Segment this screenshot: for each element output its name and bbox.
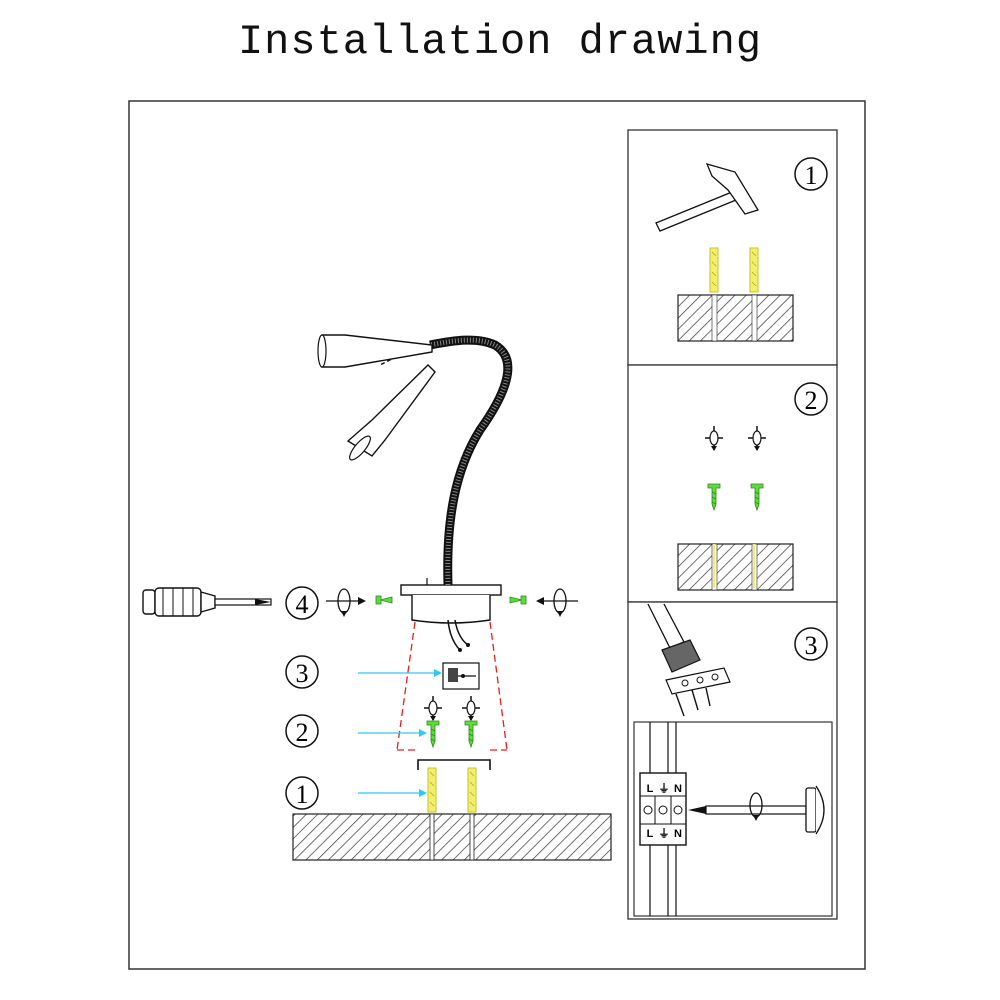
step-number: 2 xyxy=(805,386,818,415)
terminal-label-N: N xyxy=(674,783,682,795)
step-number: 1 xyxy=(296,780,309,809)
alignment-guide xyxy=(396,621,508,751)
step-number: 2 xyxy=(296,718,309,747)
panel-step-3: 3 L ⏚ N L ⏚ xyxy=(627,601,838,920)
lamp-head-alt xyxy=(346,364,436,461)
step-number: 3 xyxy=(805,631,818,660)
screwdriver-tip-icon xyxy=(423,695,443,722)
terminal-label-L: L xyxy=(647,783,654,795)
screw-icon xyxy=(426,720,440,748)
wall-anchor-icon xyxy=(749,247,759,293)
screwdriver-icon xyxy=(142,587,272,617)
hammer-icon xyxy=(655,163,759,232)
terminal-block xyxy=(442,662,480,690)
panel-step-2: 2 xyxy=(627,364,838,603)
screwdriver-tip-icon xyxy=(461,695,481,722)
terminal-label-L: L xyxy=(647,828,654,840)
step-number: 4 xyxy=(296,590,309,619)
step-marker-3: 3 xyxy=(285,655,319,689)
wire-bundle xyxy=(647,603,731,717)
rotate-icon xyxy=(553,588,567,618)
terminal-strip: L ⏚ N L ⏚ N xyxy=(639,772,687,846)
terminal-label-earth: ⏚ xyxy=(659,827,670,840)
pointer-arrows xyxy=(358,669,442,797)
step-marker-2: 2 xyxy=(285,714,319,748)
terminal-label-N: N xyxy=(674,828,682,840)
wall-block xyxy=(292,813,612,861)
main-assembly: 4 3 2 1 xyxy=(142,334,612,861)
lamp-base xyxy=(400,578,502,652)
side-screw-right xyxy=(509,595,527,605)
wall-anchor-icon xyxy=(709,247,719,293)
step-number: 1 xyxy=(805,161,818,190)
screw-icon xyxy=(464,720,478,748)
outer-frame xyxy=(128,100,866,970)
wall-anchor-icon xyxy=(427,767,437,813)
gooseneck-arm xyxy=(379,335,513,586)
mounting-bracket xyxy=(417,759,491,770)
rotate-icon xyxy=(337,588,351,618)
side-screw-left xyxy=(375,595,393,605)
step-marker-1: 1 xyxy=(285,776,319,810)
step-number: 3 xyxy=(296,659,309,688)
lamp-head xyxy=(317,334,433,368)
terminal-label-earth: ⏚ xyxy=(659,782,670,795)
panel-step-1: 1 xyxy=(627,129,838,366)
step-marker-4: 4 xyxy=(285,586,319,620)
wall-anchor-icon xyxy=(467,767,477,813)
page-title: Installation drawing xyxy=(237,18,763,66)
screwdriver-icon xyxy=(688,785,825,835)
